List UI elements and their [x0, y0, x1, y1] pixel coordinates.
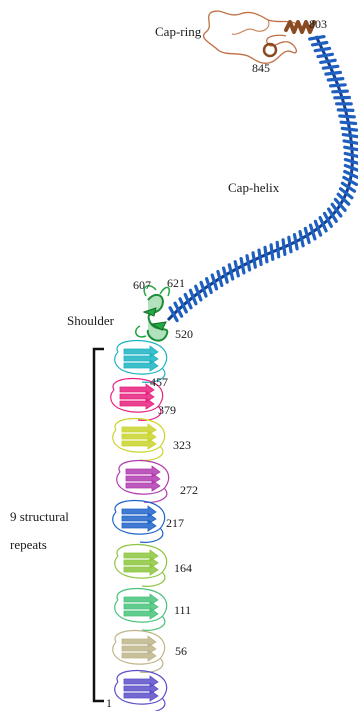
- repeat-linker: [142, 616, 165, 630]
- residue-607: 607: [133, 278, 151, 292]
- cap-helix-coil: [345, 153, 358, 156]
- cap-helix-coil: [333, 91, 348, 92]
- cap-helix-axis: [168, 36, 352, 320]
- residue-621: 621: [167, 276, 185, 290]
- cap-helix-coil: [305, 228, 309, 242]
- residue-164: 164: [174, 561, 192, 575]
- cap-helix-coil: [323, 66, 338, 68]
- cap-helix-coil: [311, 225, 315, 239]
- cap-helix-coil: [345, 147, 358, 150]
- cap-helix-coil: [338, 110, 353, 111]
- cap-helix-coil: [283, 240, 285, 255]
- cap-helix-coil: [218, 272, 222, 286]
- cap-ring-domain: [204, 11, 314, 63]
- residue-803: 803: [309, 17, 327, 31]
- repeats-bracket: [94, 349, 104, 701]
- cap-helix-coil: [265, 247, 267, 261]
- repeat-linker: [142, 572, 165, 586]
- cap-helix-coil: [229, 265, 232, 279]
- cap-helix-coil: [342, 128, 356, 130]
- residue-457: 457: [150, 375, 168, 389]
- residue-272: 272: [180, 483, 198, 497]
- cap-ring-loop-tail: [232, 20, 269, 34]
- cap-helix-coil: [315, 48, 329, 50]
- structural-repeat-9: [115, 670, 167, 711]
- structural-repeat-7: [115, 588, 167, 630]
- cap-helix-coils: [170, 37, 358, 321]
- cap-helix-coil: [207, 279, 212, 293]
- cap-helix-coil: [321, 60, 335, 62]
- residue-845: 845: [252, 61, 270, 75]
- cap-helix-coil: [175, 303, 182, 316]
- cap-helix-domain: [168, 36, 358, 321]
- repeat-linker: [140, 446, 163, 460]
- residue-520: 520: [175, 327, 193, 341]
- cap-helix-coil: [328, 79, 343, 80]
- structural-repeat-5: [113, 500, 165, 542]
- shoulder-strand: [148, 295, 168, 341]
- cap-helix-coil: [253, 253, 255, 267]
- cap-helix-coil: [313, 43, 327, 45]
- repeat-linker: [140, 528, 163, 542]
- structural-repeat-4: [117, 460, 169, 502]
- repeat-linker: [144, 488, 167, 502]
- cap-helix-coil: [341, 122, 356, 123]
- cap-helix-coil: [340, 116, 355, 117]
- cap-helix-coil: [271, 245, 273, 259]
- cap-helix-coil: [241, 259, 244, 273]
- cap-helix-coil: [345, 160, 358, 164]
- cap-helix-coil: [247, 256, 250, 270]
- residue-217: 217: [166, 516, 184, 530]
- cap-helix-coil: [289, 237, 291, 251]
- cap-helix-coil: [277, 242, 279, 256]
- cap-helix-coil: [235, 262, 238, 276]
- residue-1: 1: [106, 696, 112, 710]
- cap-helix-coil: [295, 235, 298, 249]
- cap-helix-coil: [318, 54, 332, 56]
- cap-helix-coil: [224, 268, 228, 282]
- cap-helix-coil: [259, 250, 261, 264]
- cap-helix-coil: [344, 141, 358, 144]
- residue-323: 323: [173, 438, 191, 452]
- cap-helix-coil: [343, 135, 357, 137]
- structural-repeat-8: [113, 630, 165, 672]
- structural-repeat-6: [115, 544, 167, 586]
- residue-111: 111: [174, 603, 191, 617]
- repeats-label-line2: repeats: [10, 537, 47, 552]
- repeats-label-line1: 9 structural: [10, 509, 69, 524]
- cap-helix-coil: [212, 275, 216, 289]
- residue-379: 379: [158, 403, 176, 417]
- cap-helix-coil: [310, 37, 324, 39]
- shoulder-domain: [136, 286, 170, 341]
- shoulder-label: Shoulder: [67, 313, 115, 328]
- cap-ring-label: Cap-ring: [155, 24, 202, 39]
- cap-ring-loop: [204, 11, 300, 63]
- cap-helix-label: Cap-helix: [228, 180, 280, 195]
- cap-helix-coil: [300, 232, 303, 246]
- residue-56: 56: [175, 644, 187, 658]
- structural-repeats: [111, 340, 169, 711]
- cap-helix-coil: [331, 85, 346, 86]
- cap-helix-coil: [326, 72, 341, 74]
- structural-repeat-3: [113, 418, 165, 460]
